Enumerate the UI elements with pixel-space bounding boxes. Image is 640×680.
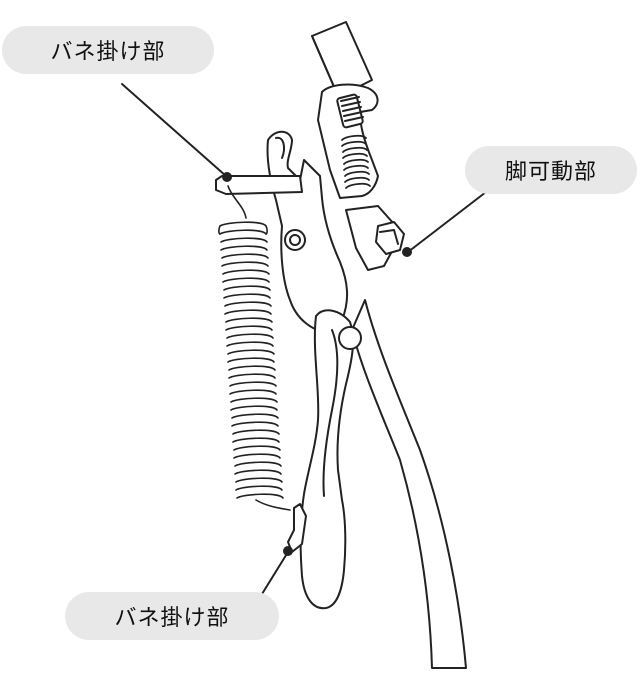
callout-leg-movable-part: 脚可動部 (465, 146, 637, 194)
extension-spring (219, 186, 290, 510)
long-handle (352, 300, 466, 668)
central-pivot (339, 327, 361, 349)
central-lever (301, 310, 353, 608)
pivot-pin-center (290, 235, 300, 245)
callout-spring-hook-bottom: バネ掛け部 (65, 592, 279, 640)
callout-spring-hook-top: バネ掛け部 (2, 26, 214, 74)
